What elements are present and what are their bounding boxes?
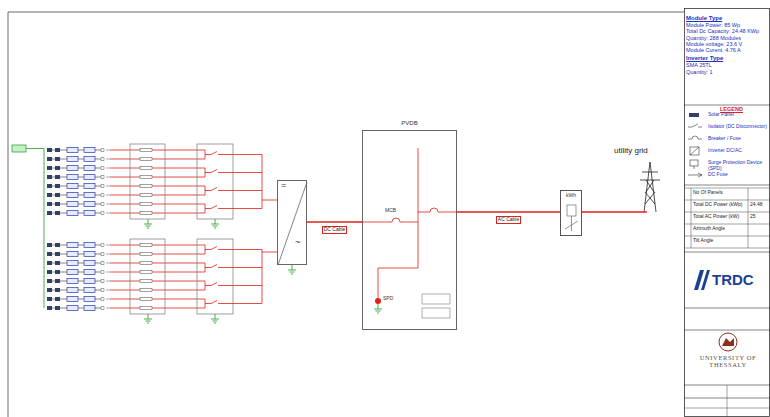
university-logo: UNIVERSITY OF THESSALY: [688, 332, 768, 382]
meter-symbol: [565, 216, 578, 231]
sheet-frame: [8, 12, 684, 417]
pylon-symbol: [608, 146, 670, 218]
inverter-box: =~: [277, 180, 307, 265]
board-wiring: [362, 118, 457, 330]
legend-samples: [688, 113, 702, 177]
drawing-label: 25: [750, 214, 756, 220]
legend-samples: [694, 166, 695, 169]
legend-text: Breaker / Fuse: [708, 136, 768, 142]
legend-entry: DC Fuse: [688, 172, 768, 178]
bottom-table: [684, 385, 770, 417]
node-text: TRDC: [712, 262, 766, 298]
node-text: Module Type: [686, 15, 768, 22]
meter-symbol: [567, 205, 576, 216]
cable-label: AC Cable: [496, 216, 521, 224]
legend-samples: [690, 147, 699, 155]
schematic-art: [47, 239, 262, 323]
drawing-label: 24.48: [750, 202, 763, 208]
drawing-label: Azimuth Angle: [693, 226, 725, 232]
node-text: Module voltage: 23.6 V: [686, 41, 768, 47]
university-emblem: [722, 338, 734, 346]
pylon-symbol: [640, 162, 660, 212]
legend-text: DC Fuse: [708, 172, 768, 178]
title-table: [684, 188, 770, 248]
company-logo: TRDC: [690, 262, 766, 298]
drawing-label: Total DC Power (kWp): [693, 202, 742, 208]
node-text: PVDB: [362, 118, 457, 128]
power-cable: [307, 221, 362, 223]
drawing-label: Total AC Power (kW): [693, 214, 739, 220]
legend-entry: Inverter DC/AC: [688, 148, 768, 154]
legend-entry: Surge Protection Device (SPD): [688, 160, 768, 172]
module-info-panel: Module TypeModule Power: 85 WpTotal Dc C…: [686, 13, 768, 103]
pylon-symbol: [608, 211, 647, 213]
node-text: SMA 25TL: [686, 62, 768, 68]
legend-samples: [690, 147, 699, 155]
dc-feeders: [262, 200, 277, 252]
legend-samples: [688, 136, 702, 139]
earth-bar: [12, 145, 44, 308]
dc-feeders: [288, 265, 296, 274]
board-wiring: [374, 304, 382, 313]
logo-mark: [694, 270, 710, 290]
legend-samples: [688, 173, 702, 177]
schematic-art: [47, 144, 262, 228]
legend-entry: Solar Panel: [688, 112, 768, 118]
node-text: Module Power: 85 Wp: [686, 22, 768, 28]
board-wiring: [375, 298, 381, 304]
university-emblem: [719, 333, 737, 351]
node-text: UNIVERSITY OF THESSALY: [688, 354, 768, 369]
cable-label: DC Cable: [322, 226, 348, 234]
title-table: [684, 188, 770, 248]
utility-grid: utility grid: [608, 146, 670, 218]
node-text: Module Curent: 4.76 A: [686, 47, 768, 53]
node-text: Inverter Type: [686, 55, 768, 62]
university-emblem: [688, 332, 768, 354]
node-text: Quantity: 1: [686, 69, 768, 75]
legend-samples: [688, 124, 702, 127]
pv-distribution-board: PVDB: [362, 118, 457, 330]
inverter-symbol: [278, 182, 307, 265]
meter-box: kWh: [560, 190, 582, 236]
board-wiring: [362, 148, 457, 298]
drawing-label: SPD: [383, 296, 393, 302]
drawing-label: MCB: [385, 208, 396, 214]
sheet-frame: [685, 9, 770, 417]
bottom-table: [684, 385, 770, 417]
drawing-label: Tilt Angle: [693, 238, 713, 244]
inverter-symbol: [278, 181, 308, 266]
legend-entry: Isolator (DC Disconnector): [688, 124, 768, 130]
power-cable: [457, 211, 560, 213]
sheet-frame: [684, 105, 770, 398]
node-text: Total Dc Capacity: 24.48 KWp: [686, 28, 768, 34]
legend-text: Surge Protection Device (SPD): [708, 160, 768, 172]
node-text: utility grid: [614, 146, 670, 155]
board-wiring: [422, 294, 450, 304]
logo-mark: [690, 262, 712, 298]
node-text: kWh: [561, 191, 581, 199]
legend-entry: Breaker / Fuse: [688, 136, 768, 142]
power-cable: [582, 211, 608, 213]
board-wiring: [422, 308, 450, 318]
drawing-label: No Of Panels: [693, 190, 723, 196]
legend-text: Isolator (DC Disconnector): [708, 124, 768, 130]
legend-samples: [690, 160, 698, 166]
legend-samples: [689, 113, 699, 117]
legend-text: Inverter DC/AC: [708, 148, 768, 154]
earth-bar: [26, 149, 44, 309]
legend-text: Solar Panel: [708, 112, 768, 118]
sheet-frame: [8, 9, 770, 417]
earth-bar: [12, 145, 26, 152]
node-text: ~: [295, 238, 323, 247]
node-text: =: [281, 181, 306, 190]
node-text: Quantity: 288 Modules: [686, 35, 768, 41]
